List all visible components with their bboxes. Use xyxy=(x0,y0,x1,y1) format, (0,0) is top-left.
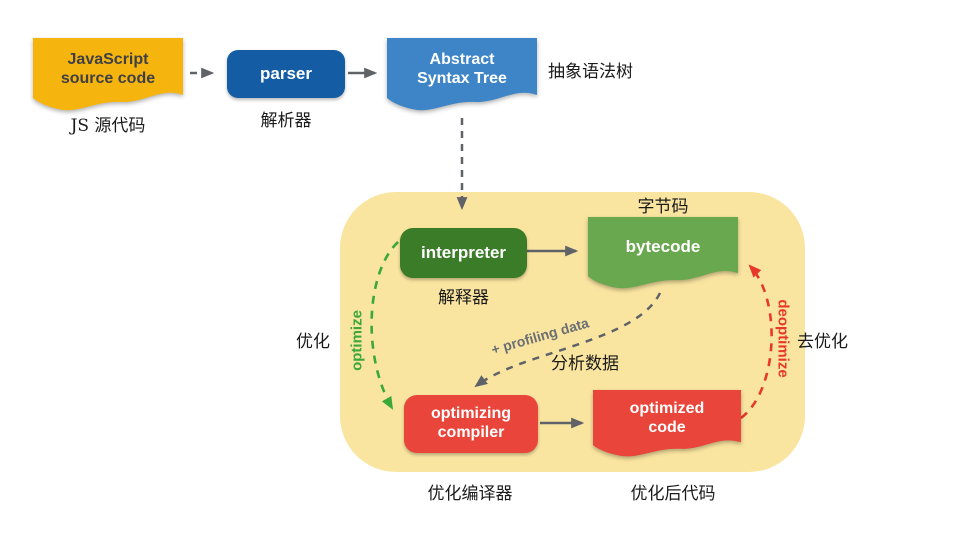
node-interpreter: interpreter xyxy=(400,228,527,278)
node-optimized-code: optimized code xyxy=(593,390,741,458)
optimized-code-label: optimized code xyxy=(593,390,741,446)
node-js-source: JavaScript source code xyxy=(33,38,183,112)
ast-line1: Abstract xyxy=(429,50,495,68)
ast-label: Abstract Syntax Tree xyxy=(387,38,537,100)
node-optimizing-compiler: optimizing compiler xyxy=(404,395,538,453)
bytecode-shape xyxy=(588,217,738,289)
bytecode-label: bytecode xyxy=(588,217,738,278)
optimizing-compiler-line2: compiler xyxy=(437,424,505,441)
node-parser: parser xyxy=(227,50,345,98)
ast-shape xyxy=(387,38,537,111)
caption-deoptimize: 去优化 xyxy=(797,332,848,352)
caption-bytecode: 字节码 xyxy=(637,197,689,217)
caption-interpreter: 解释器 xyxy=(438,288,489,308)
node-ast: Abstract Syntax Tree xyxy=(387,38,537,112)
optimized-code-line1: optimized xyxy=(629,399,705,417)
js-source-line1: JavaScript xyxy=(67,50,149,68)
optimizing-compiler-line1: optimizing xyxy=(431,405,511,423)
caption-optimize: 优化 xyxy=(296,332,330,352)
caption-optimizing-compiler: 优化编译器 xyxy=(427,484,513,504)
deoptimize-edge-label: deoptimize xyxy=(774,299,792,378)
caption-optimized-code: 优化后代码 xyxy=(630,484,716,504)
caption-js-source: JS 源代码 xyxy=(70,116,146,136)
js-source-shape xyxy=(33,38,183,111)
caption-profiling-data: 分析数据 xyxy=(551,354,619,374)
js-source-line2: source code xyxy=(60,70,156,87)
ast-line2: Syntax Tree xyxy=(417,70,507,87)
caption-ast: 抽象语法树 xyxy=(548,62,633,82)
optimized-code-line2: code xyxy=(648,419,686,436)
interpreter-label: interpreter xyxy=(420,242,507,262)
node-bytecode: bytecode xyxy=(588,217,738,290)
caption-parser: 解析器 xyxy=(260,111,312,131)
optimize-edge-label: optimize xyxy=(348,310,366,371)
bytecode-line: bytecode xyxy=(625,237,701,257)
parser-label: parser xyxy=(260,63,312,83)
js-source-label: JavaScript source code xyxy=(33,38,183,100)
optimized-code-shape xyxy=(593,390,741,457)
